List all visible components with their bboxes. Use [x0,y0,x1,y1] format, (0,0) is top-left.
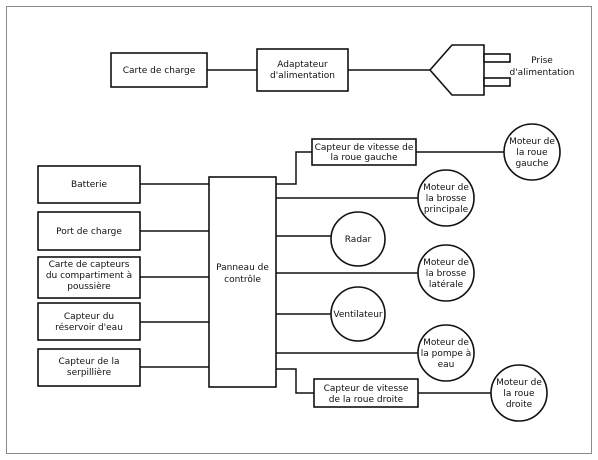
brosse-principale-label-line3: principale [424,205,469,215]
brosse-laterale-label-line2: la brosse [426,269,467,279]
plug-prong-bottom [483,77,511,87]
node-capteur-serpilliere: Capteur de la serpillière [37,348,141,387]
node-moteur-pompe: Moteur de la pompe à eau [417,324,475,382]
moteur-gauche-label-line1: Moteur de [509,137,555,147]
moteur-gauche-label-line2: la roue [516,148,548,158]
brosse-laterale-label-line1: Moteur de [423,258,469,268]
adaptateur-label-line1: Adaptateur [277,60,328,70]
node-port-charge: Port de charge [37,211,141,251]
input-wires [140,183,209,368]
serpilliere-label-line1: Capteur de la [59,357,120,367]
node-moteur-brosse-principale: Moteur de la brosse principale [417,169,475,227]
radar-label: Radar [345,235,372,245]
node-carte-charge: Carte de charge [110,52,208,88]
node-radar: Radar [330,211,386,267]
panneau-label-line2: contrôle [224,274,261,285]
node-ventilateur: Ventilateur [330,286,386,342]
moteur-droite-label-line3: droite [506,400,533,410]
brosse-principale-label-line2: la brosse [426,194,467,204]
wire-panneau-capteur-droite [276,368,314,394]
ventilateur-label: Ventilateur [333,310,383,320]
poussiere-label-line1: Carte de capteurs [49,260,130,270]
node-adaptateur: Adaptateur d'alimentation [256,48,349,92]
node-batterie: Batterie [37,165,141,204]
brosse-principale-label-line1: Moteur de [423,183,469,193]
capteur-gauche-label-line1: Capteur de vitesse de [315,143,414,153]
adaptateur-label-line2: d'alimentation [270,71,335,81]
node-panneau: Panneau de contrôle [208,176,277,388]
panneau-label-line1: Panneau de [216,263,269,273]
node-capteur-reservoir: Capteur du réservoir d'eau [37,302,141,341]
poussiere-label-line3: poussière [67,281,111,292]
moteur-droite-label-line1: Moteur de [496,378,542,388]
wire-panneau-capteur-gauche [276,151,312,185]
batterie-label: Batterie [71,180,107,190]
capteur-gauche-label-line2: la roue gauche [330,153,398,163]
capteur-droite-label-line2: de la roue droite [329,395,404,405]
node-capteurs-poussiere: Carte de capteurs du compartiment à pous… [37,256,141,299]
plug-prong-top [483,53,511,63]
prise-label-line1: Prise [531,56,553,66]
node-moteur-roue-gauche: Moteur de la roue gauche [503,123,561,181]
node-capteur-vitesse-droite: Capteur de vitesse de la roue droite [313,378,419,408]
capteur-droite-label-line1: Capteur de vitesse [324,384,409,394]
poussiere-label-line2: du compartiment à [46,271,132,281]
brosse-laterale-label-line3: latérale [429,279,464,290]
pompe-label-line3: eau [438,360,455,370]
output-wires [276,151,504,394]
node-capteur-vitesse-gauche: Capteur de vitesse de la roue gauche [311,138,417,166]
node-moteur-brosse-laterale: Moteur de la brosse latérale [417,244,475,302]
port-charge-label: Port de charge [56,227,122,237]
pompe-label-line1: Moteur de [423,338,469,348]
node-moteur-roue-droite: Moteur de la roue droite [490,364,548,422]
pompe-label-line2: la pompe à [421,349,472,359]
reservoir-label-line1: Capteur du [64,312,114,322]
serpilliere-label-line2: serpillière [67,367,112,378]
plug-icon [428,44,511,96]
moteur-droite-label-line2: la roue [503,389,535,399]
prise-label-line2: d'alimentation [510,68,575,78]
carte-charge-label: Carte de charge [123,66,196,76]
reservoir-label-line2: réservoir d'eau [55,322,123,333]
moteur-gauche-label-line3: gauche [515,159,549,169]
